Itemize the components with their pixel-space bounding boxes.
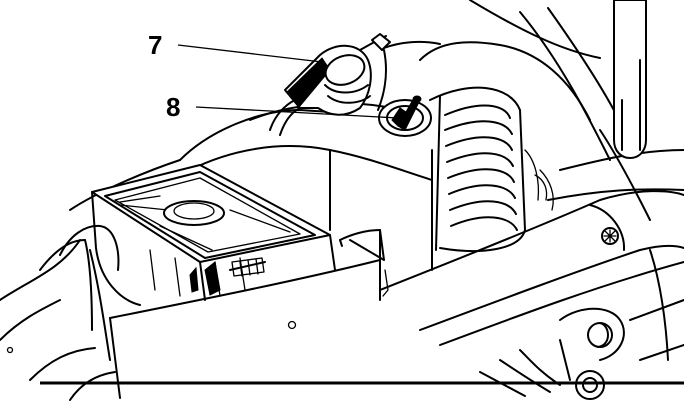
callout-8: 8	[166, 92, 399, 122]
callout-7-leader	[177, 44, 323, 63]
decompression-valve	[378, 95, 432, 137]
engine-housing	[383, 0, 684, 221]
handle-bar	[613, 0, 647, 159]
callout-8-leader	[195, 106, 399, 119]
callout-7-label: 7	[148, 30, 162, 60]
callout-7: 7	[148, 30, 323, 63]
cover-panel	[89, 229, 385, 399]
front-handle	[0, 224, 120, 401]
callout-8-label: 8	[166, 92, 180, 122]
guide-bar	[379, 169, 684, 400]
cylinder-cooling-fins	[429, 86, 548, 252]
spark-plug-cap	[269, 33, 391, 136]
air-filter-housing	[69, 159, 336, 306]
